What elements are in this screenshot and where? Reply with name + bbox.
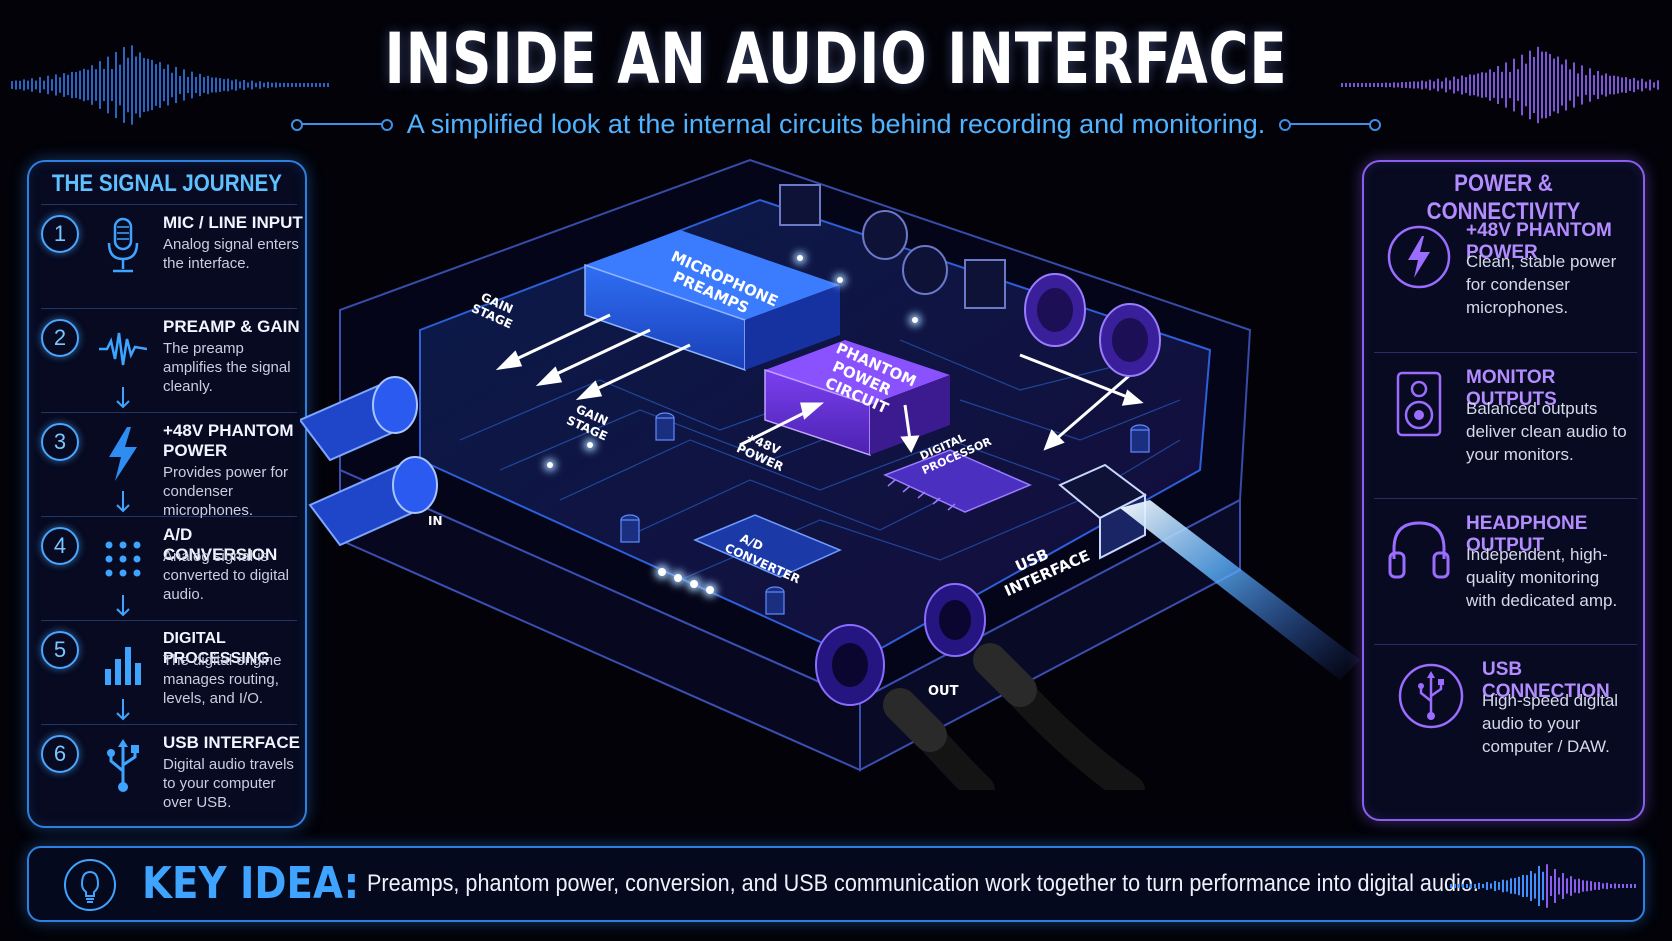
subtitle-divider-left — [290, 119, 393, 131]
step-title: +48V PHANTOM POWER — [163, 421, 294, 460]
in-label: IN — [428, 514, 443, 528]
subtitle-row: A simplified look at the internal circui… — [0, 104, 1672, 144]
subtitle-divider-right — [1279, 119, 1382, 131]
step-title: USB INTERFACE — [163, 733, 300, 752]
status-leds — [544, 252, 921, 597]
conn-title: MONITOR OUTPUTS — [1466, 367, 1557, 410]
step-number: 1 — [41, 215, 79, 253]
lightning-icon — [109, 427, 137, 481]
microphone-icon — [107, 217, 139, 273]
arrow-down-icon — [116, 699, 130, 721]
arrow-down-icon — [116, 491, 130, 513]
step-description: Analog signal is converted to digital au… — [163, 548, 289, 603]
xlr-input-plugs — [300, 376, 438, 547]
waveform-icon — [99, 332, 147, 366]
headphones-icon — [1388, 521, 1450, 579]
xlr-jacks-top — [779, 184, 1161, 377]
microphone-preamps-chip: MICROPHONE PREAMPS — [584, 230, 840, 372]
step-description: The digital engine manages routing, leve… — [163, 652, 282, 707]
power-connectivity-panel: POWER & CONNECTIVITY +48V PHANTOM POWER … — [1362, 160, 1645, 821]
waveform-decoration-footer — [1450, 864, 1636, 908]
signal-step-3: 3 +48V PHANTOM POWER Provides power for … — [41, 412, 297, 519]
conn-description: High-speed digital audio to your compute… — [1482, 691, 1619, 756]
signal-flow-arrows — [495, 313, 1144, 454]
signal-step-6: 6 USB INTERFACE Digital audio travels to… — [41, 724, 300, 828]
speaker-icon — [1396, 371, 1442, 437]
arrow-down-icon — [116, 595, 130, 617]
step-title: DIGITAL PROCESSING — [163, 630, 270, 667]
audio-interface-illustration: MICROPHONE PREAMPS PHANTOM POWER CIRCUIT… — [300, 158, 1360, 790]
step-title: MIC / LINE INPUT — [163, 213, 303, 232]
conn-item-headphone-output: HEADPHONE OUTPUT Independent, high-quali… — [1374, 498, 1637, 644]
step-title: A/D CONVERSION — [163, 525, 278, 564]
usb-icon — [107, 739, 139, 792]
usb-data-beam — [1120, 500, 1360, 680]
signal-journey-title: THE SIGNAL JOURNEY — [51, 170, 283, 197]
waveform-decoration-left — [11, 45, 329, 125]
step-description: Digital audio travels to your computer o… — [163, 756, 294, 811]
arrow-down-icon — [116, 387, 130, 409]
signal-journey-panel: THE SIGNAL JOURNEY 1 MIC / LINE INPUT An… — [27, 160, 307, 828]
step-description: Analog signal enters the interface. — [163, 236, 299, 272]
step-number: 3 — [41, 423, 79, 461]
step-number: 4 — [41, 527, 79, 565]
conn-title: HEADPHONE OUTPUT — [1466, 513, 1588, 556]
capacitors — [620, 412, 1150, 615]
step-description: The preamp amplifies the signal cleanly. — [163, 340, 291, 395]
conn-title: +48V PHANTOM POWER — [1466, 220, 1612, 263]
step-number: 5 — [41, 631, 79, 669]
waveform-decoration-right — [1341, 46, 1659, 124]
signal-step-2: 2 PREAMP & GAIN The preamp amplifies the… — [41, 308, 300, 412]
key-idea-bar: KEY IDEA: Preamps, phantom power, conver… — [27, 846, 1645, 922]
power-connectivity-title: POWER & CONNECTIVITY — [1426, 170, 1581, 225]
step-title: PREAMP & GAIN — [163, 317, 300, 336]
step-number: 6 — [41, 735, 79, 773]
conn-description: Clean, stable power for condenser microp… — [1466, 252, 1617, 317]
conn-description: Independent, high-quality monitoring wit… — [1466, 545, 1618, 610]
dots-grid-icon — [105, 541, 141, 577]
out-label: OUT — [928, 684, 959, 699]
signal-step-5: 5 DIGITAL PROCESSING The digital engine … — [41, 620, 297, 724]
level-bars-icon — [105, 647, 141, 685]
conn-item-monitor-outputs: MONITOR OUTPUTS Balanced outputs deliver… — [1374, 352, 1637, 498]
conn-title: USB CONNECTION — [1482, 659, 1610, 702]
gain-stage-label-2: GAINSTAGE — [564, 400, 615, 443]
page-subtitle: A simplified look at the internal circui… — [406, 108, 1266, 139]
lightbulb-icon — [64, 859, 116, 911]
usb-circle-icon — [1398, 663, 1464, 729]
output-jacks — [815, 583, 986, 706]
step-description: Provides power for condenser microphones… — [163, 464, 289, 519]
lightning-circle-icon — [1387, 225, 1451, 289]
page-title: INSIDE AN AUDIO INTERFACE — [384, 18, 1288, 100]
cable-plugs — [883, 643, 1037, 752]
step-number: 2 — [41, 319, 79, 357]
conn-item-usb-connection: USB CONNECTION High-speed digital audio … — [1374, 644, 1637, 814]
phantom-power-chip: PHANTOM POWER CIRCUIT — [764, 339, 950, 457]
conn-item-phantom: +48V PHANTOM POWER Clean, stable power f… — [1374, 206, 1637, 352]
key-idea-label: KEY IDEA: — [142, 858, 360, 909]
conn-description: Balanced outputs deliver clean audio to … — [1466, 399, 1627, 464]
signal-step-1: 1 MIC / LINE INPUT Analog signal enters … — [41, 204, 303, 308]
key-idea-text: Preamps, phantom power, conversion, and … — [367, 870, 1479, 897]
signal-step-4: 4 A/D CONVERSION Analog signal is conver… — [41, 516, 297, 620]
